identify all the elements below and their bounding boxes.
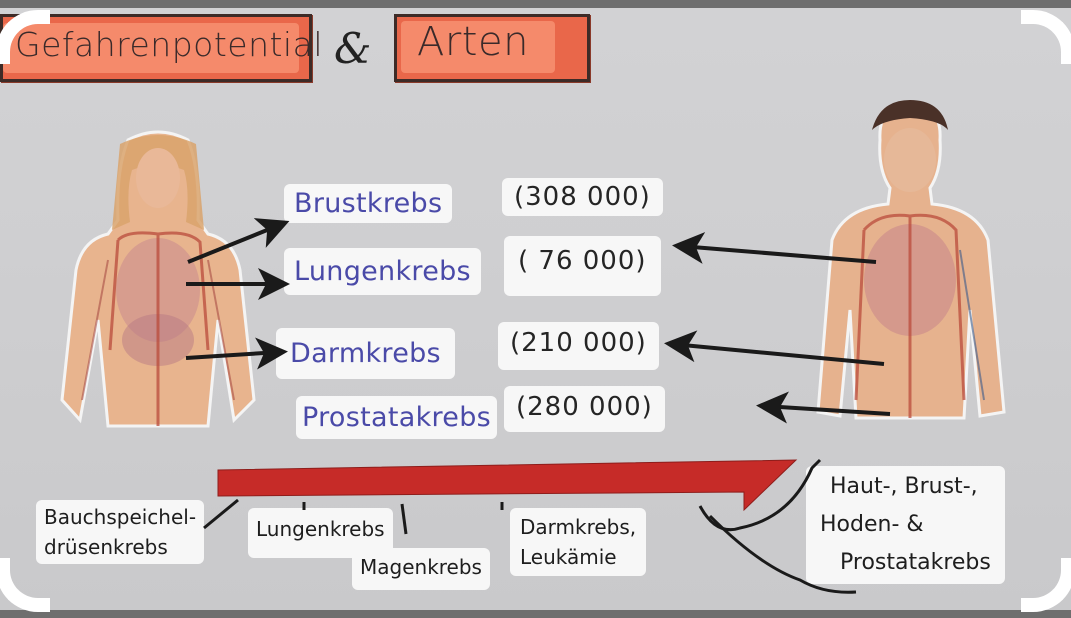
title-ampersand: & (334, 24, 372, 73)
severity-arrow-bar (217, 459, 798, 512)
frame-corner-bottom-left (0, 558, 50, 612)
title-card-arten: Arten (394, 14, 590, 82)
scale-label-line: Bauchspeichel- (44, 505, 197, 529)
connector-magenkrebs (400, 503, 408, 535)
cancer-count: (280 000) (516, 392, 653, 422)
connector-bauchspeichel (203, 498, 239, 530)
scale-label-line: Prostatakrebs (840, 550, 991, 575)
cancer-count-brustkrebs: (308 000) (502, 178, 663, 216)
title-card-gefahrenpotential: Gefahrenpotential (0, 14, 322, 82)
whiteboard: Gefahrenpotential & Arten Brustkrebs (0, 8, 1071, 612)
scale-label-line: drüsenkrebs (44, 535, 168, 559)
scale-label-line: Darmkrebs, (520, 515, 637, 539)
scale-label-line: Hoden- & (820, 512, 924, 537)
cancer-count-prostatakrebs: (280 000) (504, 386, 665, 432)
female-anatomy-figure (58, 130, 258, 430)
cancer-count: (308 000) (514, 182, 651, 212)
frame-corner-bottom-right (1021, 558, 1071, 612)
scale-label-darmkrebs-leukaemie: Darmkrebs, Leukämie (510, 508, 647, 576)
cancer-count-darmkrebs: (210 000) (498, 322, 659, 370)
cancer-name: Lungenkrebs (294, 256, 471, 287)
title-arten: Arten (417, 19, 529, 65)
cancer-label-darmkrebs: Darmkrebs (276, 328, 455, 379)
scale-label-line: Magenkrebs (360, 555, 482, 579)
scale-label-bauchspeicheldruesenkrebs: Bauchspeichel- drüsenkrebs (36, 500, 205, 564)
scale-label-haut-brust-hoden-prostatakrebs: Haut-, Brust-, Hoden- & Prostatakrebs (806, 466, 1005, 584)
cancer-name: Brustkrebs (294, 188, 443, 219)
connector-haut-upper (698, 458, 822, 532)
cancer-count: (210 000) (510, 328, 647, 358)
scale-label-line: Lungenkrebs (256, 517, 385, 541)
scale-label-line: Leukämie (520, 545, 617, 569)
cancer-name: Darmkrebs (290, 338, 441, 369)
scale-label-line: Haut-, Brust-, (830, 474, 978, 499)
title-gefahrenpotential: Gefahrenpotential (15, 25, 323, 64)
frame-corner-top-right (1021, 10, 1071, 64)
cancer-count: ( 76 000) (518, 246, 647, 276)
cancer-name: Prostatakrebs (302, 402, 492, 433)
scale-label-magenkrebs: Magenkrebs (352, 548, 490, 590)
cancer-count-lungenkrebs: ( 76 000) (504, 236, 661, 296)
cancer-label-prostatakrebs: Prostatakrebs (296, 396, 498, 439)
cancer-label-brustkrebs: Brustkrebs (284, 184, 453, 223)
male-anatomy-figure (800, 100, 1020, 422)
cancer-label-lungenkrebs: Lungenkrebs (284, 248, 481, 295)
